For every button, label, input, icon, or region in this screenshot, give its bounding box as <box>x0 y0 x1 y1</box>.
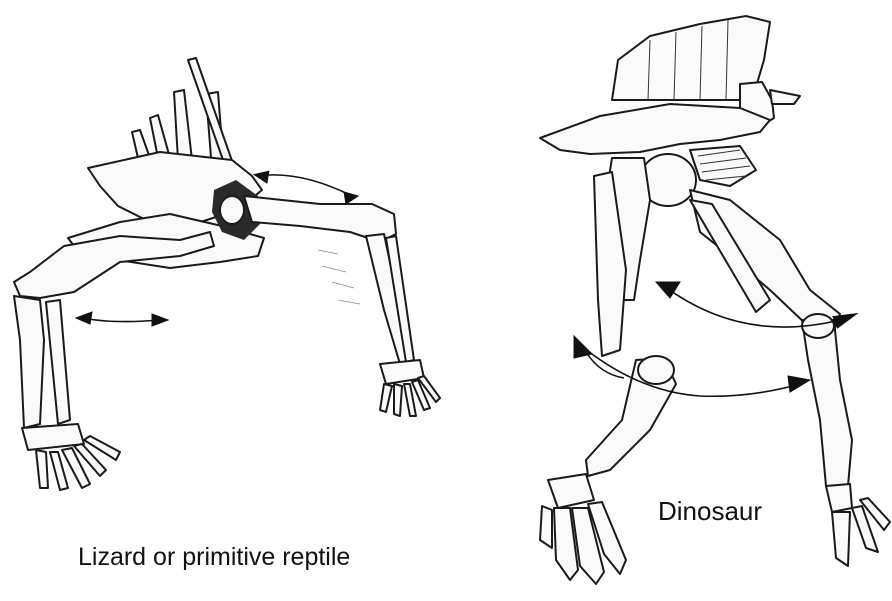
lizard-motion-arc-hip <box>258 175 352 196</box>
lizard-foot-left <box>22 424 120 490</box>
lizard-skeleton <box>14 58 440 490</box>
dinosaur-tibia-right <box>802 320 852 486</box>
dinosaur-motion-arc-lower <box>584 348 800 396</box>
lizard-foot-right <box>380 360 440 416</box>
dinosaur-caption: Dinosaur <box>658 496 762 527</box>
dinosaur-foot-left <box>540 474 626 584</box>
lizard-motion-arc-knee <box>84 318 160 322</box>
lizard-motion-lines <box>318 250 360 304</box>
lizard-caption: Lizard or primitive reptile <box>78 543 350 572</box>
lizard-femur-head <box>220 196 244 224</box>
dinosaur-foot-right <box>826 484 890 566</box>
lizard-tibia-left <box>14 296 44 428</box>
